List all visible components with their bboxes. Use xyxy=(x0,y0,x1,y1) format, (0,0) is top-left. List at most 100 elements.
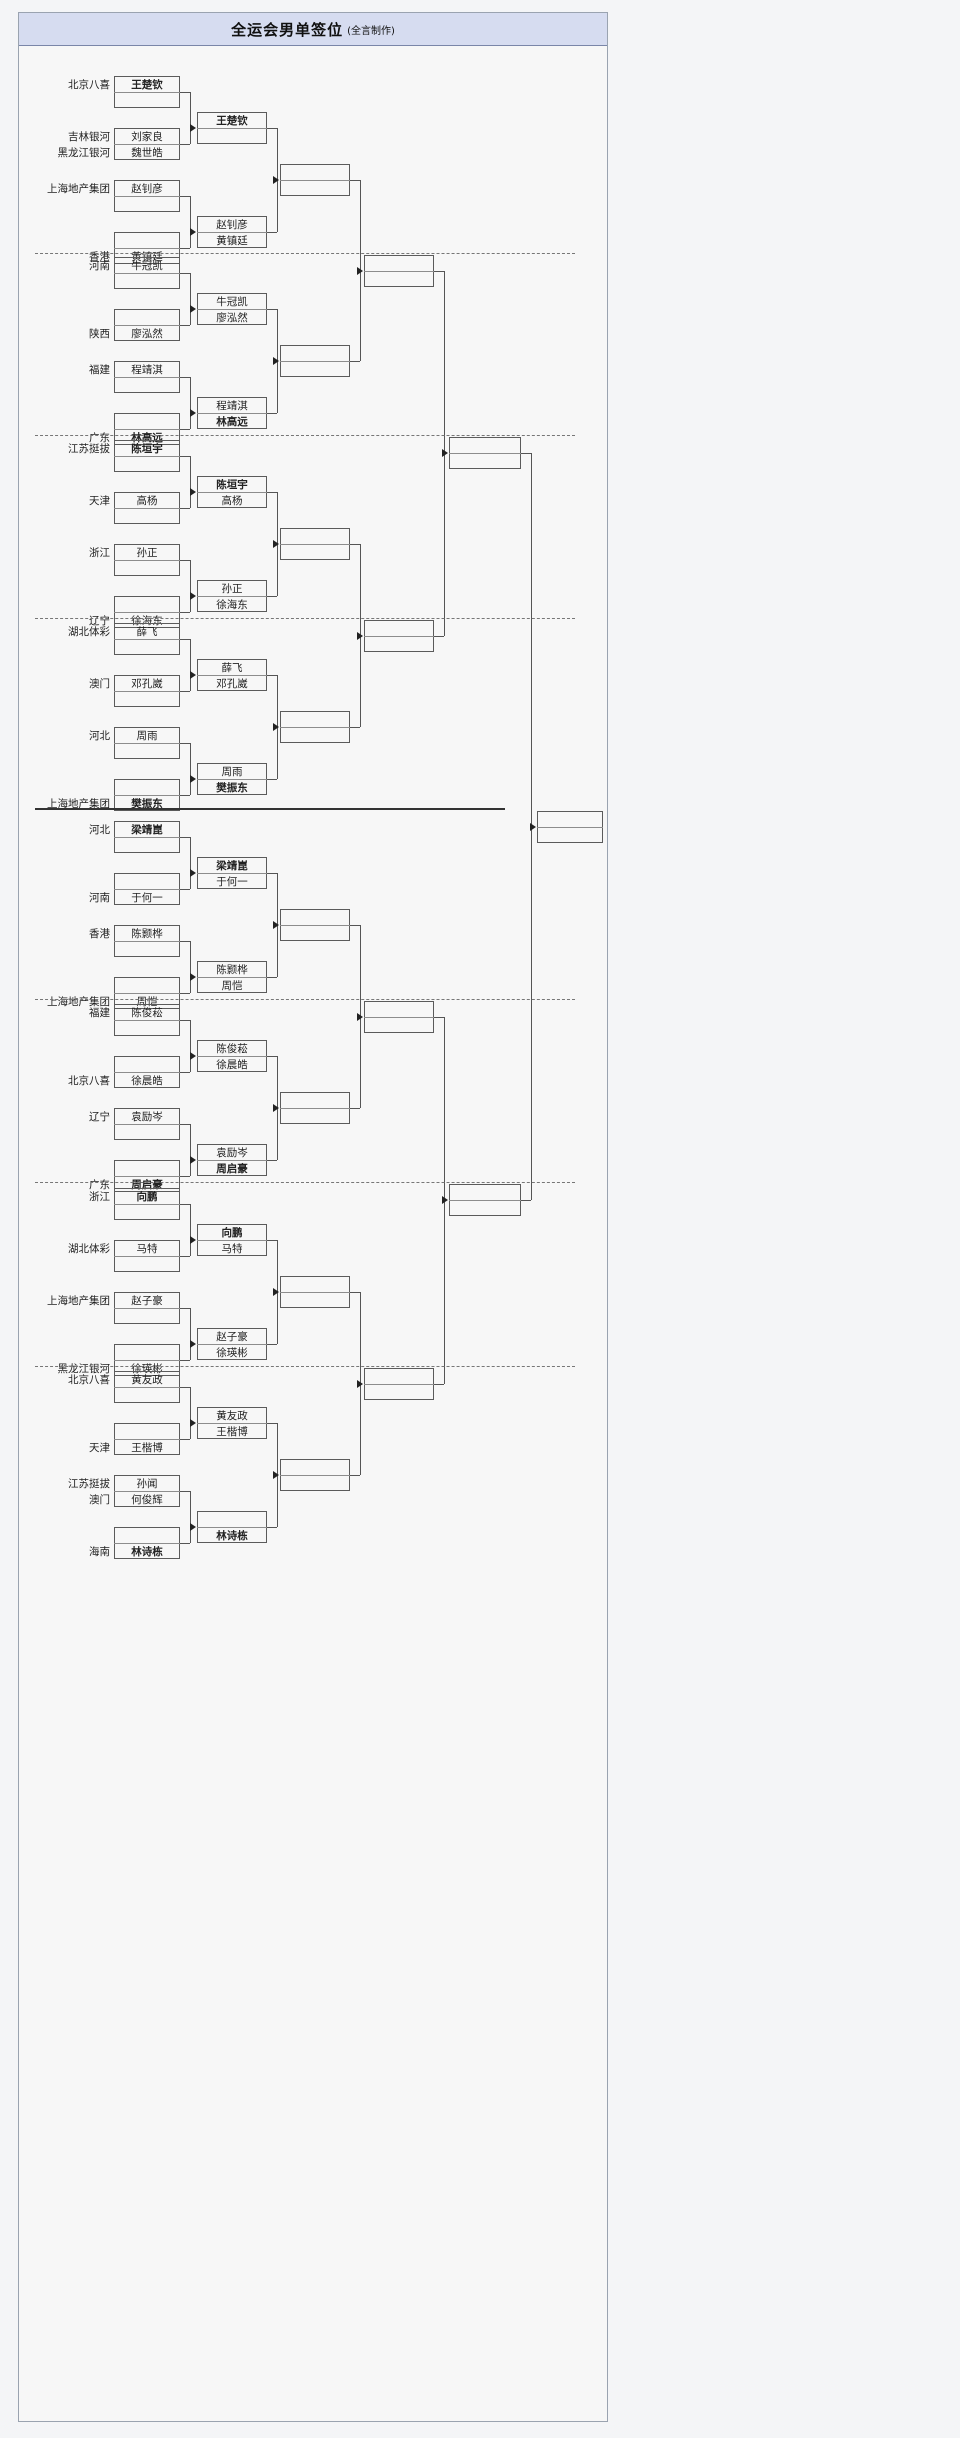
round2-box-sep-q2a-0 xyxy=(197,492,267,493)
round3-slot-name xyxy=(280,1292,350,1308)
round2-slot-name: 周雨 xyxy=(221,765,243,778)
connector-h-bottom-q2b-r2-1 xyxy=(180,795,190,796)
round2-box-sep-q1b-0 xyxy=(197,309,267,310)
connector-h-top-q2b-r2-0 xyxy=(180,639,190,640)
connector-v-q4a-r2-1 xyxy=(190,1308,191,1360)
connector-arrow-q3b-r2-0 xyxy=(190,1052,196,1060)
round1-slot-name: 薛飞 xyxy=(136,625,158,638)
round2-box-sep-q2b-0 xyxy=(197,675,267,676)
connector-h-top-q3a-r3 xyxy=(267,873,277,874)
round1-box-sep-q1b-3 xyxy=(114,429,180,430)
round1-slot-name xyxy=(114,743,180,759)
connector-h-bottom-final xyxy=(521,1200,531,1201)
connector-arrow-qf-3 xyxy=(357,1379,363,1388)
round1-box-sep-q3b-1 xyxy=(114,1072,180,1073)
quarterfinal-slot-name xyxy=(364,1001,434,1017)
round1-slot-name xyxy=(114,941,180,957)
round3-slot-name xyxy=(280,925,350,941)
round1-slot-name: 程靖淇 xyxy=(131,363,163,376)
round2-slot-name: 徐晨皓 xyxy=(216,1058,248,1071)
round1-box-sep-q3b-0 xyxy=(114,1020,180,1021)
round1-affiliation: 福建 xyxy=(89,1006,110,1019)
round1-slot-name xyxy=(114,92,180,108)
round3-slot-name xyxy=(280,1459,350,1475)
connector-arrow-sf-0 xyxy=(442,449,448,457)
round2-slot-name: 程靖淇 xyxy=(216,399,248,412)
connector-h-bottom-q3a-r2-0 xyxy=(180,889,190,890)
connector-v-q4b-r2-0 xyxy=(190,1387,191,1439)
round1-box-sep-q2a-2 xyxy=(114,560,180,561)
round1-slot-name: 陈颢桦 xyxy=(131,927,163,940)
connector-h-top-q2b-r3 xyxy=(267,675,277,676)
round2-slot-name: 邓孔崴 xyxy=(216,677,248,690)
round1-slot-name: 徐晨皓 xyxy=(131,1074,163,1087)
round1-box-sep-q1b-1 xyxy=(114,325,180,326)
connector-v-q2a-r2-1 xyxy=(190,560,191,612)
round3-box-sep-q2b xyxy=(280,727,350,728)
round2-slot-name: 周启豪 xyxy=(216,1162,248,1175)
round1-slot-name xyxy=(114,1160,180,1176)
connector-arrow-q3b-r3 xyxy=(273,1104,279,1112)
round1-slot-name: 马特 xyxy=(136,1242,158,1255)
section-divider xyxy=(35,1365,575,1367)
connector-h-bottom-sf-1 xyxy=(434,1383,444,1385)
connector-h-top-q1a-r2-0 xyxy=(180,92,190,93)
connector-h-bottom-qf-0 xyxy=(350,361,360,362)
connector-arrow-q2a-r3 xyxy=(273,540,279,548)
round1-box-sep-q2b-1 xyxy=(114,691,180,692)
round1-box-sep-q4b-1 xyxy=(114,1439,180,1440)
connector-arrow-sf-1 xyxy=(442,1196,448,1204)
round1-slot-name: 何俊辉 xyxy=(131,1493,163,1506)
connector-h-top-q1b-r3 xyxy=(267,309,277,310)
connector-h-top-q3a-r2-0 xyxy=(180,837,190,838)
connector-arrow-q2b-r3 xyxy=(273,723,279,731)
connector-h-bottom-q3a-r2-1 xyxy=(180,993,190,994)
connector-v-q4a-r2-0 xyxy=(190,1204,191,1256)
connector-h-top-qf-3 xyxy=(350,1292,360,1293)
round3-box-sep-q1a xyxy=(280,180,350,181)
page-title: 全运会男单签位 xyxy=(231,20,344,39)
round1-slot-name xyxy=(114,639,180,655)
round1-slot-name: 王楚钦 xyxy=(131,78,163,91)
round2-box-sep-q3b-0 xyxy=(197,1056,267,1057)
round1-affiliation: 澳门 xyxy=(89,677,110,690)
connector-h-top-q3a-r2-1 xyxy=(180,941,190,942)
connector-arrow-q4a-r2-1 xyxy=(190,1340,196,1348)
round1-affiliation: 广东 xyxy=(89,1178,110,1191)
round1-box-sep-q4b-3 xyxy=(114,1543,180,1544)
connector-h-bottom-qf-1 xyxy=(350,727,360,728)
title-bar: 全运会男单签位 (全言制作) xyxy=(19,13,607,46)
round1-slot-name xyxy=(114,232,180,248)
connector-h-bottom-q2a-r3 xyxy=(267,596,277,597)
round2-box-sep-q1a-1 xyxy=(197,232,267,233)
round1-affiliation: 河北 xyxy=(89,729,110,742)
round1-slot-name: 周雨 xyxy=(136,729,158,742)
round2-slot-name: 陈俊菘 xyxy=(216,1042,248,1055)
connector-h-bottom-q3b-r3 xyxy=(267,1160,277,1161)
semifinal-slot-name xyxy=(449,437,521,453)
round3-slot-name xyxy=(280,528,350,544)
connector-arrow-final xyxy=(530,822,536,831)
connector-h-bottom-q2b-r2-0 xyxy=(180,691,190,692)
round2-slot-name xyxy=(197,1511,267,1527)
round1-affiliation: 天津 xyxy=(89,494,110,507)
connector-h-top-q2a-r3 xyxy=(267,492,277,493)
round1-box-sep-q3a-0 xyxy=(114,837,180,838)
connector-h-top-q3b-r2-1 xyxy=(180,1124,190,1125)
semifinal-slot-name xyxy=(449,1200,521,1216)
connector-arrow-q2a-r2-1 xyxy=(190,592,196,600)
connector-h-bottom-q3b-r2-1 xyxy=(180,1176,190,1177)
connector-h-top-q4a-r2-1 xyxy=(180,1308,190,1309)
round1-box-sep-q1a-3 xyxy=(114,248,180,249)
round2-slot-name: 林诗栋 xyxy=(216,1529,248,1542)
connector-arrow-q1a-r3 xyxy=(273,176,279,184)
round2-slot-name: 黄友政 xyxy=(216,1409,248,1422)
round1-affiliation: 上海地产集团 xyxy=(47,797,110,810)
connector-v-q3b-r2-0 xyxy=(190,1020,191,1072)
connector-h-top-q1b-r2-1 xyxy=(180,377,190,378)
connector-h-top-q1b-r2-0 xyxy=(180,273,190,274)
quarterfinal-slot-name xyxy=(364,1384,434,1400)
connector-arrow-q1b-r2-1 xyxy=(190,409,196,417)
round1-box-sep-q1a-1 xyxy=(114,144,180,145)
round1-slot-name xyxy=(114,1344,180,1360)
